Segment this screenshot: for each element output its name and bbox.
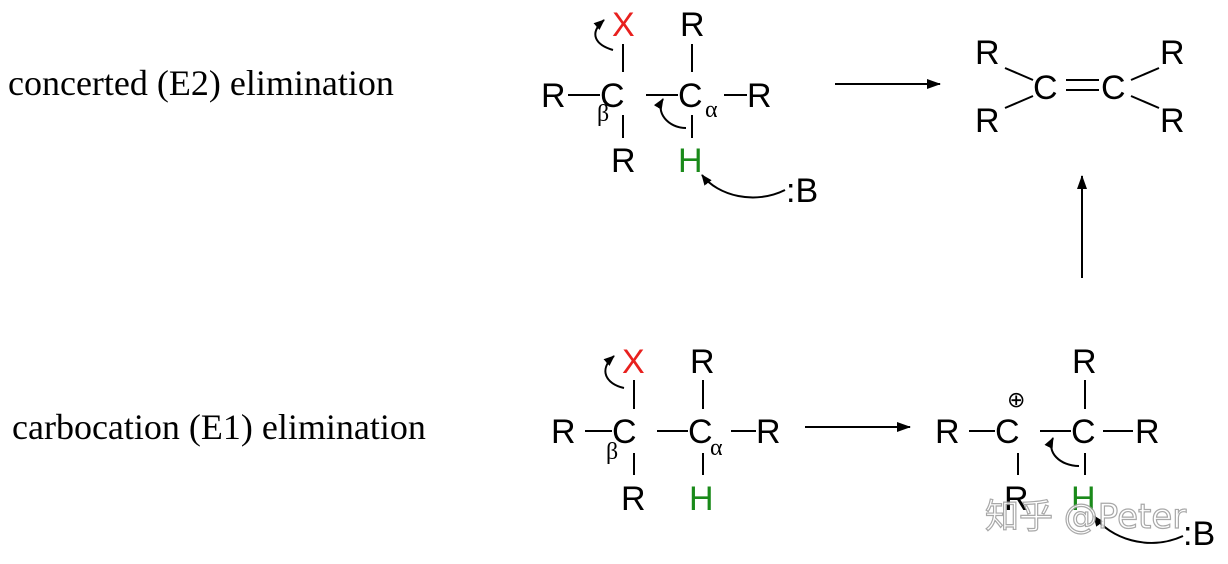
atom-c-beta: C: [600, 77, 625, 115]
e1-label: carbocation (E1) elimination: [12, 407, 426, 447]
alpha-label: α: [710, 435, 723, 461]
atom-h: H: [678, 142, 703, 180]
atom-r: R: [551, 413, 576, 451]
alpha-label: α: [705, 97, 718, 123]
alkene-product: R R C C R R: [975, 34, 1185, 140]
base: :B: [786, 172, 818, 210]
atom-h: H: [689, 480, 714, 518]
atom-c: C: [1071, 413, 1096, 451]
atom-c-cation: C: [995, 413, 1020, 451]
atom-h: H: [1071, 480, 1096, 518]
atom-c-beta: C: [612, 413, 637, 451]
atom-r: R: [975, 102, 1000, 140]
atom-r: R: [1072, 343, 1097, 381]
curved-arrow: [603, 355, 625, 389]
atom-r: R: [1160, 34, 1185, 72]
e1-reactant: R C β C α R X R R H: [551, 343, 781, 518]
atom-c: C: [1033, 69, 1058, 107]
atom-c: C: [1101, 69, 1126, 107]
atom-c-alpha: C: [688, 413, 713, 451]
curved-arrow: [653, 98, 687, 129]
e2-label: concerted (E2) elimination: [8, 63, 394, 103]
atom-r: R: [1135, 413, 1160, 451]
atom-r: R: [680, 6, 705, 44]
atom-c-alpha: C: [678, 77, 703, 115]
watermark: 知乎 @Peter: [985, 497, 1186, 537]
atom-r: R: [935, 413, 960, 451]
curved-arrow: [1093, 515, 1184, 544]
curved-arrow: [1044, 437, 1080, 467]
curved-arrow: [701, 174, 786, 199]
curved-arrow: [593, 19, 614, 51]
atom-r: R: [747, 77, 772, 115]
atom-r: R: [975, 34, 1000, 72]
atom-x-leaving-group: X: [622, 343, 645, 381]
atom-r: R: [621, 480, 646, 518]
atom-r: R: [611, 142, 636, 180]
positive-charge: ⊕: [1007, 388, 1025, 413]
beta-label: β: [606, 439, 618, 465]
atom-r: R: [1160, 102, 1185, 140]
atom-x-leaving-group: X: [612, 6, 635, 44]
atom-r: R: [541, 77, 566, 115]
carbocation-intermediate: R C ⊕ C R R R H :B: [935, 343, 1215, 553]
e2-reactant: R C β C α R X R R H :B: [541, 6, 818, 210]
base: :B: [1183, 515, 1215, 553]
beta-label: β: [597, 101, 609, 127]
atom-r: R: [690, 343, 715, 381]
atom-r: R: [756, 413, 781, 451]
atom-r: R: [1004, 480, 1029, 518]
